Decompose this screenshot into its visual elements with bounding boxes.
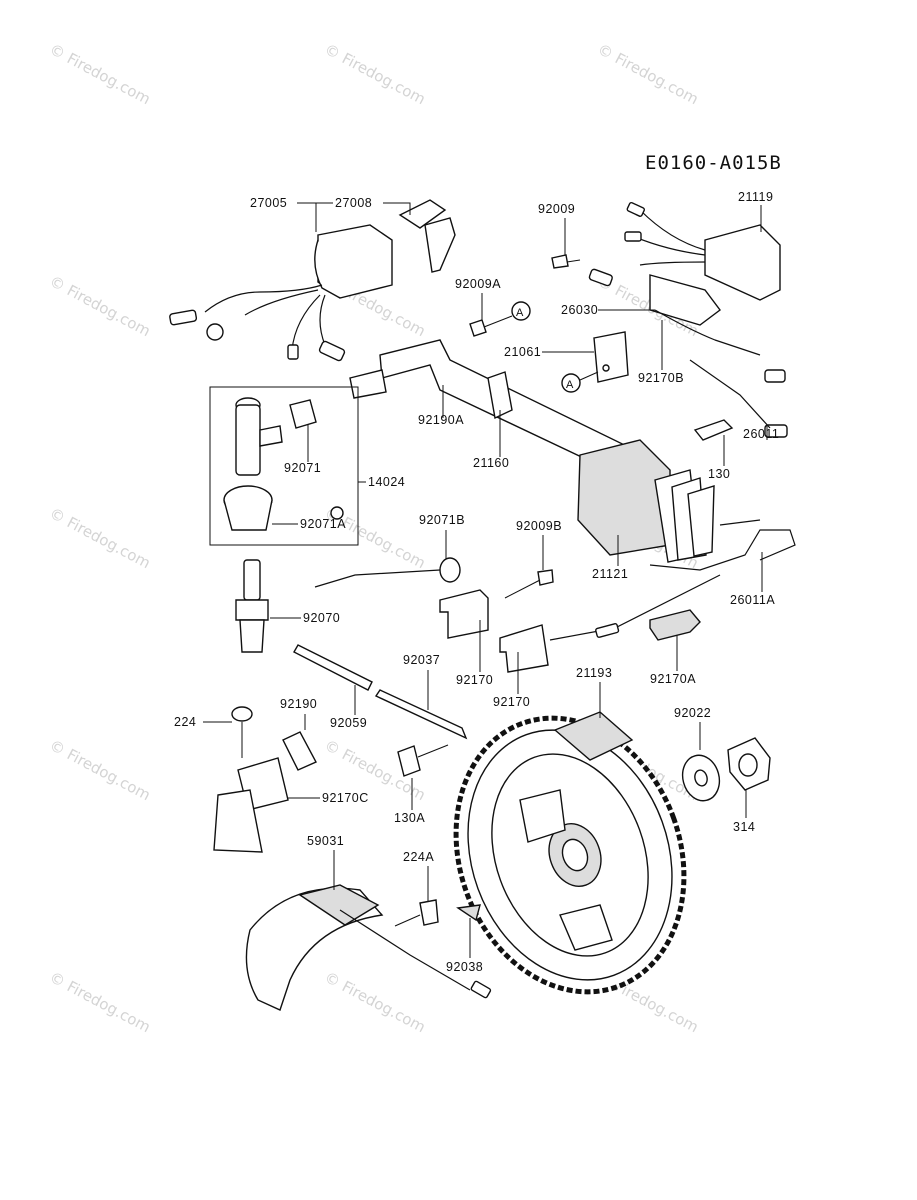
bracket-92170-b — [499, 624, 549, 673]
part-label-92190: 92190 — [280, 697, 317, 711]
callout-circle-a-bottom — [561, 373, 581, 393]
part-label-92071B: 92071B — [419, 513, 465, 527]
part-label-92190A: 92190A — [418, 413, 464, 427]
part-label-92071: 92071 — [284, 461, 321, 475]
bracket-92170-a — [439, 589, 489, 639]
bolt-130A-head — [397, 745, 421, 777]
part-label-92071A: 21160 — [473, 456, 509, 470]
part-label-27005: 27005 — [250, 196, 287, 210]
part-label-59031: 59031 — [307, 834, 344, 848]
part-label-92022: 92022 — [674, 706, 711, 720]
diagram-code: E0160-A015B — [645, 152, 782, 174]
part-label-92070: 92070 — [303, 611, 340, 625]
sleeve-92190 — [282, 731, 317, 771]
part-label-92170C: 92170C — [322, 791, 369, 805]
plug-cap-drawing — [223, 397, 317, 531]
pin-92059 — [293, 644, 373, 691]
part-label-27008: 27008 — [335, 196, 372, 210]
part-label-130: 130 — [708, 467, 730, 481]
rod-92037 — [374, 689, 468, 740]
part-label-92059: 92059 — [330, 716, 367, 730]
part-label-92170-a: 92170 — [456, 673, 493, 687]
part-label-21193: 21193 — [576, 666, 612, 680]
part-label-92170-b: 92170 — [493, 695, 530, 709]
stator-drawing — [245, 884, 492, 1011]
part-label-21061: 21061 — [504, 345, 541, 359]
bracket-92170C — [213, 789, 263, 853]
callout-circle-a-top — [511, 301, 531, 321]
part-label-21119: 21119 — [738, 190, 773, 204]
part-label-14024: 92071A — [300, 517, 346, 531]
clip-92170A — [649, 609, 701, 641]
part-label-92009B: 92009B — [516, 519, 562, 533]
key-92038 — [456, 904, 481, 922]
part-label-92009A: 92009A — [455, 277, 501, 291]
part-label-21121: 21121 — [592, 567, 628, 581]
module-21119-drawing — [588, 201, 788, 438]
kit-21160-box — [209, 386, 359, 546]
part-label-130A: 130A — [394, 811, 425, 825]
part-label-21160: 14024 — [368, 475, 405, 489]
part-label-224: 224 — [174, 715, 196, 729]
part-label-26030: 26030 — [561, 303, 598, 317]
callout-a-bottom: A — [566, 379, 574, 391]
flywheel-drawing — [453, 711, 687, 995]
part-label-92170A: 92170A — [650, 672, 696, 686]
part-label-92037: 92037 — [403, 653, 440, 667]
part-label-314: 314 — [733, 820, 755, 834]
bolt-224A — [419, 899, 439, 926]
spark-plug-drawing — [235, 559, 269, 653]
part-label-224A: 224A — [403, 850, 434, 864]
part-label-92038: 92038 — [446, 960, 483, 974]
coil-bar-drawing — [349, 339, 734, 563]
part-label-26011: 26011 — [743, 427, 779, 441]
part-label-92009: 92009 — [538, 202, 575, 216]
part-label-26011A: 26011A — [730, 593, 775, 607]
ignition-switch-drawing — [169, 199, 456, 362]
part-label-92170B: 92170B — [638, 371, 684, 385]
callout-a-top: A — [516, 307, 524, 319]
